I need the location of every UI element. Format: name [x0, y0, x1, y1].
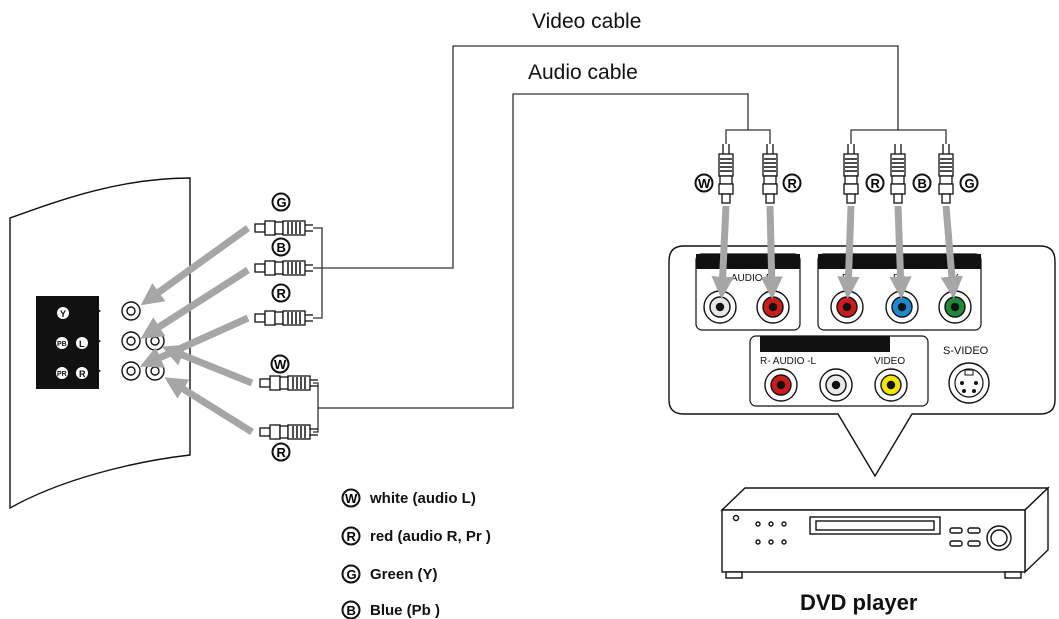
tv-plug-g-badge: G [271, 192, 291, 212]
svg-text:W: W [698, 176, 711, 191]
legend-green-text: Green (Y) [370, 566, 438, 583]
video-cable-label: Video cable [532, 10, 641, 33]
arrow-blue-to-pb [140, 267, 250, 339]
tv-jack-pb [121, 331, 141, 351]
dvd-plug-green [938, 143, 954, 204]
dvd-plug-red [843, 143, 859, 204]
dvd-plug-red-audio [762, 143, 778, 204]
dvd-jack-pr [830, 290, 864, 324]
av-out-audio-label: R- AUDIO -L [760, 356, 817, 367]
legend-r-badge: R [341, 526, 361, 546]
legend-red-text: red (audio R, Pr ) [370, 528, 491, 545]
audio-header: AUDIO [728, 255, 767, 269]
dvd-plug-g-badge: G [959, 173, 979, 193]
tv-jack-r [145, 361, 165, 381]
svg-text:G: G [965, 176, 975, 191]
arrow-green-to-y [940, 205, 964, 299]
tv-jack-pr-badge: PR [56, 367, 68, 379]
component-in-panel: COMPONENT IN Y PB L PR R [36, 296, 99, 389]
video-cable [313, 45, 947, 319]
tv-plug-red-audio [259, 424, 319, 440]
audio-cable-label: Audio cable [528, 61, 638, 84]
svg-text:L: L [79, 339, 85, 349]
tv-set [9, 177, 191, 510]
dvd-jack-audio-r [756, 290, 790, 324]
dvd-player-label: DVD player [800, 590, 918, 615]
tv-jack-pr [121, 361, 141, 381]
av-out-jack-video [874, 368, 908, 402]
svideo-label: S-VIDEO [943, 345, 989, 357]
arrow-white-to-l [161, 344, 254, 387]
svg-text:G: G [277, 195, 287, 210]
svg-text:R: R [277, 286, 287, 301]
svg-text:B: B [277, 240, 286, 255]
av-out-jack-l [819, 368, 853, 402]
dvd-plug-w-badge: W [694, 173, 714, 193]
audio-cable [313, 93, 771, 433]
av-out-header: AV OUT [800, 337, 848, 352]
av-out-jack-r [764, 368, 798, 402]
tv-jack-l-badge: L [76, 337, 88, 349]
arrow-red-to-audio-r [760, 205, 783, 299]
arrow-red-to-r [164, 377, 254, 435]
svg-text:B: B [918, 176, 927, 191]
svg-text:PB: PB [57, 341, 67, 348]
arrow-green-to-y [140, 225, 251, 306]
tv-plug-blue [254, 260, 314, 276]
svg-text:Y: Y [60, 309, 66, 319]
legend: W white (audio L) R red (audio R, Pr ) G… [341, 488, 491, 619]
tv-plug-green [254, 220, 314, 236]
legend-white-text: white (audio L) [369, 490, 476, 507]
svg-text:PR: PR [57, 371, 67, 378]
tv-plug-b-badge: B [271, 237, 291, 257]
legend-w-badge: W [341, 488, 361, 508]
av-out-video-label: VIDEO [874, 356, 905, 367]
tv-jack-r-badge: R [76, 367, 88, 379]
tv-plug-white [259, 375, 319, 391]
svideo-jack [948, 362, 990, 404]
dvd-plug-r-badge: R [782, 173, 802, 193]
tv-plug-r-badge: R [271, 283, 291, 303]
tv-plug-red [254, 310, 314, 326]
tv-jack-y [121, 301, 141, 321]
legend-b-badge: B [341, 600, 361, 619]
tv-plug-r-audio-badge: R [271, 442, 291, 462]
component-header: COMPONENT [855, 255, 934, 269]
arrow-blue-to-pb [889, 205, 912, 299]
dvd-back-panel: AUDIO L-AUDIO-R COMPONENT Pr Pb Y AV OUT… [668, 245, 1056, 478]
tv-plug-w-badge: W [270, 354, 290, 374]
tv-jack-y-badge: Y [57, 307, 69, 319]
svg-text:W: W [345, 491, 358, 506]
dvd-plug-white [718, 143, 734, 204]
svg-text:B: B [347, 603, 356, 618]
svg-text:R: R [79, 369, 86, 379]
dvd-jack-y [938, 290, 972, 324]
dvd-player [720, 486, 1050, 579]
svg-text:W: W [274, 357, 287, 372]
svg-text:R: R [871, 176, 881, 191]
dvd-jack-audio-l [703, 290, 737, 324]
arrow-white-to-audio-l [711, 205, 734, 299]
tv-pointer-marks [96, 308, 101, 374]
svg-text:R: R [347, 529, 357, 544]
tv-jack-pb-badge: PB [56, 337, 68, 349]
legend-blue-text: Blue (Pb ) [370, 602, 440, 619]
legend-g-badge: G [341, 564, 361, 584]
dvd-plug-r2-badge: R [865, 173, 885, 193]
dvd-arrows [711, 205, 964, 299]
audio-sub-label: L-AUDIO-R [722, 273, 773, 284]
svg-text:R: R [788, 176, 798, 191]
tv-arrows [139, 225, 254, 435]
component-in-label: COMPONENT IN [39, 322, 48, 384]
dvd-plug-b-badge: B [912, 173, 932, 193]
arrow-red-to-pr [837, 205, 860, 299]
dvd-jacks [703, 290, 972, 402]
svg-text:R: R [277, 445, 287, 460]
svg-text:G: G [347, 567, 357, 582]
dvd-plug-blue [890, 143, 906, 204]
dvd-jack-pb [885, 290, 919, 324]
